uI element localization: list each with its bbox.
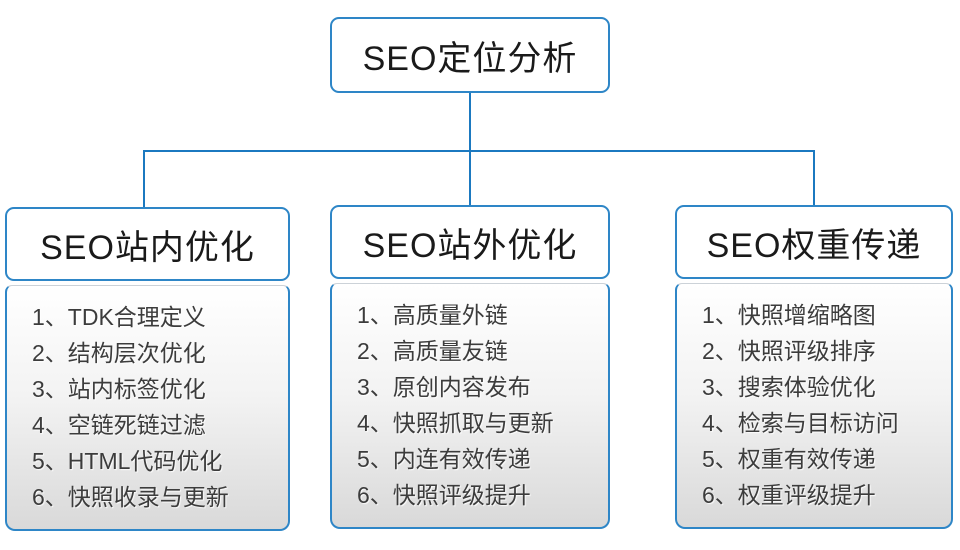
list-item: 3、搜索体验优化 <box>702 374 876 400</box>
list-item: 2、快照评级排序 <box>702 338 876 364</box>
list-item: 4、检索与目标访问 <box>702 410 899 436</box>
list-item: 2、高质量友链 <box>357 338 508 364</box>
list-item: 5、内连有效传递 <box>357 446 531 472</box>
column-onsite-header: SEO站内优化 <box>5 207 290 281</box>
connector-trunk <box>469 93 471 151</box>
connector-drop-right <box>813 150 815 205</box>
root-node-title: SEO定位分析 <box>362 39 578 78</box>
list-item: 2、结构层次优化 <box>32 340 206 366</box>
column-offsite-panel: 1、高质量外链 2、高质量友链 3、原创内容发布 4、快照抓取与更新 5、内连有… <box>330 283 610 529</box>
column-weight-panel: 1、快照增缩略图 2、快照评级排序 3、搜索体验优化 4、检索与目标访问 5、权… <box>675 283 953 529</box>
list-item: 5、HTML代码优化 <box>32 448 223 474</box>
column-offsite: SEO站外优化 1、高质量外链 2、高质量友链 3、原创内容发布 4、快照抓取与… <box>330 205 610 529</box>
list-item: 1、快照增缩略图 <box>702 302 876 328</box>
column-weight-title: SEO权重传递 <box>706 226 922 265</box>
list-item: 3、原创内容发布 <box>357 374 531 400</box>
column-onsite-title: SEO站内优化 <box>40 228 255 267</box>
list-item: 4、快照抓取与更新 <box>357 410 554 436</box>
column-onsite-panel: 1、TDK合理定义 2、结构层次优化 3、站内标签优化 4、空链死链过滤 5、H… <box>5 285 290 531</box>
column-offsite-title: SEO站外优化 <box>362 226 578 265</box>
list-item: 6、快照评级提升 <box>357 482 531 508</box>
list-item: 4、空链死链过滤 <box>32 412 206 438</box>
connector-drop-middle <box>469 150 471 205</box>
list-item: 1、TDK合理定义 <box>32 304 206 330</box>
list-item: 1、高质量外链 <box>357 302 508 328</box>
connector-horizontal <box>143 150 815 152</box>
connector-drop-left <box>143 150 145 207</box>
column-weight-header: SEO权重传递 <box>675 205 953 279</box>
list-item: 6、快照收录与更新 <box>32 484 229 510</box>
list-item: 6、权重评级提升 <box>702 482 876 508</box>
column-onsite: SEO站内优化 1、TDK合理定义 2、结构层次优化 3、站内标签优化 4、空链… <box>5 207 290 531</box>
root-node: SEO定位分析 <box>330 17 610 93</box>
list-item: 5、权重有效传递 <box>702 446 876 472</box>
column-offsite-header: SEO站外优化 <box>330 205 610 279</box>
list-item: 3、站内标签优化 <box>32 376 206 402</box>
column-weight: SEO权重传递 1、快照增缩略图 2、快照评级排序 3、搜索体验优化 4、检索与… <box>675 205 953 529</box>
